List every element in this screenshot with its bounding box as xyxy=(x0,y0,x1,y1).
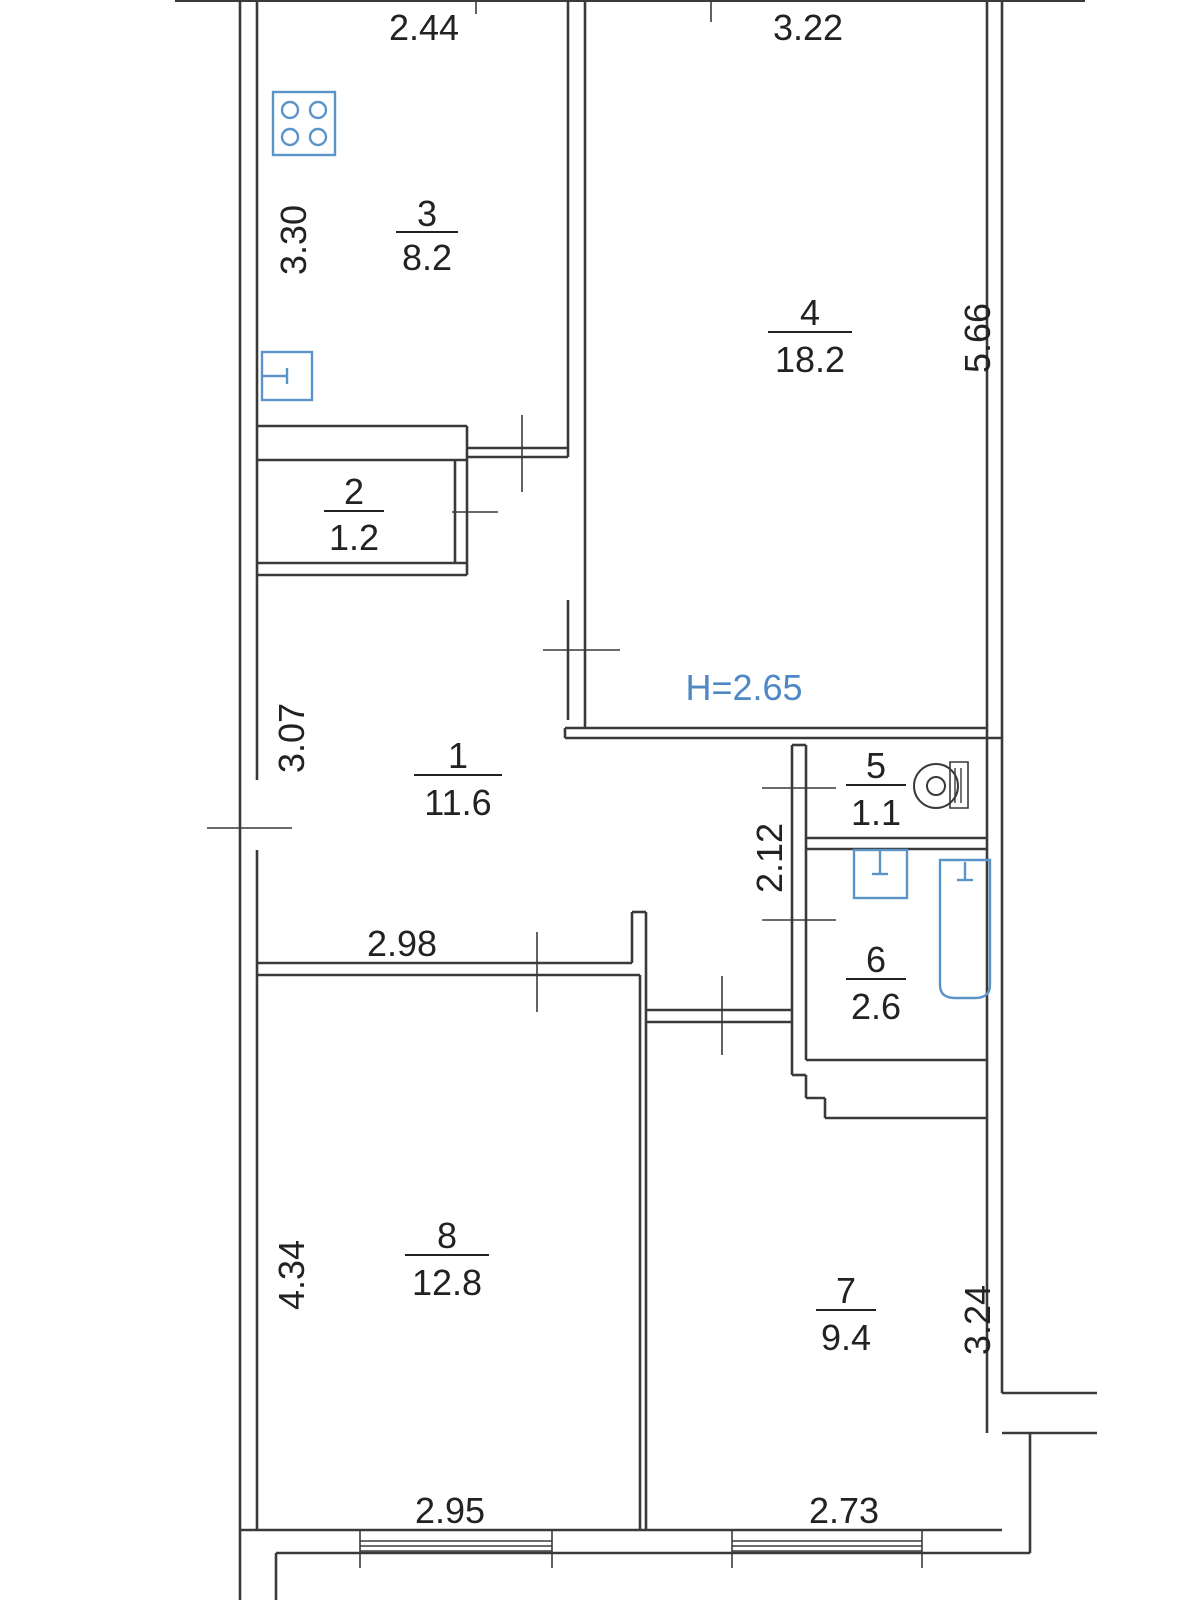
room-7-area: 9.4 xyxy=(821,1317,871,1358)
dim-room8-length: 4.34 xyxy=(271,1240,312,1310)
room-4-label: 4 18.2 xyxy=(768,292,852,380)
dim-room4-width: 3.22 xyxy=(773,7,843,48)
dim-room4-length: 5.66 xyxy=(957,303,998,373)
dim-bath-length: 2.12 xyxy=(749,823,790,893)
room-8-area: 12.8 xyxy=(412,1262,482,1303)
room-4-number: 4 xyxy=(800,292,820,333)
room-5-number: 5 xyxy=(866,745,886,786)
room-1-area: 11.6 xyxy=(424,782,491,823)
room-7-number: 7 xyxy=(836,1270,856,1311)
room-5-area: 1.1 xyxy=(851,792,901,833)
room-3-label: 3 8.2 xyxy=(396,193,458,278)
window-left xyxy=(359,1530,553,1568)
washbasin-icon xyxy=(852,848,909,900)
room-4-area: 18.2 xyxy=(775,339,845,380)
room-3-number: 3 xyxy=(417,193,437,234)
room-8-number: 8 xyxy=(437,1215,457,1256)
ceiling-height-label: H=2.65 xyxy=(685,667,802,708)
window-right xyxy=(731,1530,923,1568)
outer-walls xyxy=(238,0,1097,1600)
dim-room8-width: 2.95 xyxy=(415,1490,485,1531)
room-7-label: 7 9.4 xyxy=(816,1270,876,1358)
room-1-number: 1 xyxy=(448,735,468,776)
dim-kitchen-width: 2.44 xyxy=(389,7,459,48)
room-6-label: 6 2.6 xyxy=(846,939,906,1027)
interior-walls xyxy=(257,0,1002,1530)
room-8-label: 8 12.8 xyxy=(405,1215,489,1303)
room-6-number: 6 xyxy=(866,939,886,980)
stove-icon xyxy=(271,90,337,157)
room-5-label: 5 1.1 xyxy=(846,745,906,833)
bathtub-icon xyxy=(938,858,992,1000)
dim-room7-length: 3.24 xyxy=(957,1285,998,1355)
room-2-number: 2 xyxy=(344,471,364,512)
toilet-icon xyxy=(913,761,969,809)
room-6-area: 2.6 xyxy=(851,986,901,1027)
room-3-area: 8.2 xyxy=(402,237,452,278)
dim-room7-width: 2.73 xyxy=(809,1490,879,1531)
kitchen-sink-icon xyxy=(260,350,314,402)
dim-kitchen-length: 3.30 xyxy=(273,205,314,275)
dim-hall-length: 3.07 xyxy=(271,703,312,773)
room-2-area: 1.2 xyxy=(329,517,379,558)
dim-hall-width: 2.98 xyxy=(367,923,437,964)
room-2-label: 2 1.2 xyxy=(324,471,384,558)
door-ticks xyxy=(207,1,836,1055)
room-1-label: 1 11.6 xyxy=(414,735,502,823)
